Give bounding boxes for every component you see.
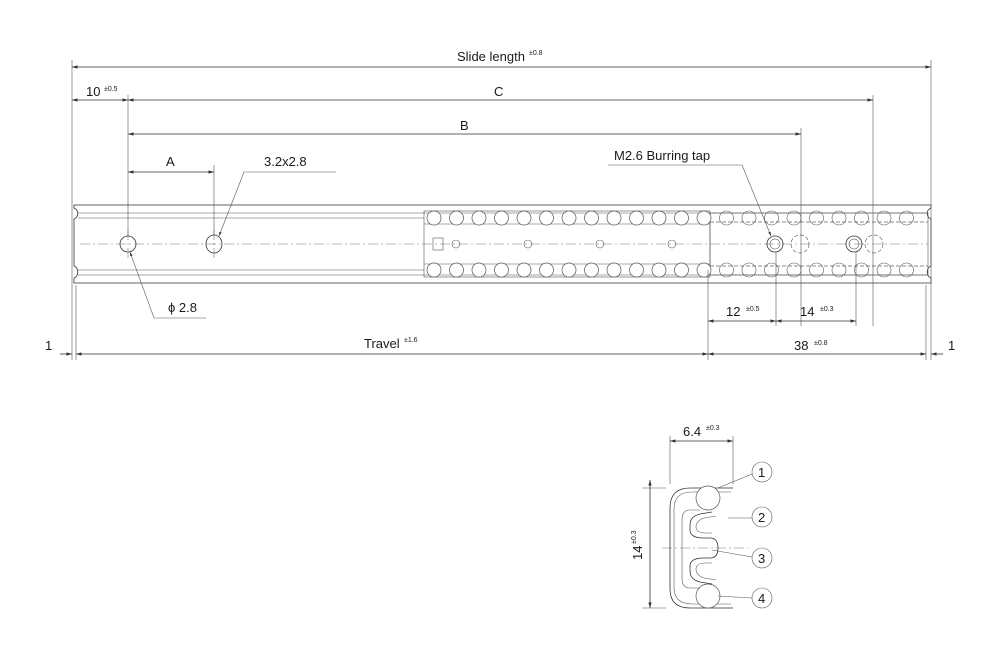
ball bbox=[899, 210, 914, 226]
dim-10-tol: ±0.5 bbox=[104, 86, 118, 93]
balls-top-row bbox=[426, 210, 914, 226]
ball bbox=[809, 262, 824, 278]
burring-tap bbox=[766, 235, 784, 253]
stopper-tab bbox=[432, 237, 444, 251]
retainer-hole bbox=[451, 239, 461, 249]
retainer-hole bbox=[523, 239, 533, 249]
ball bbox=[696, 262, 712, 278]
dim-10-label: 10 bbox=[86, 84, 100, 99]
ball bbox=[449, 262, 464, 278]
callout-3-label: 3 bbox=[758, 551, 765, 566]
ball bbox=[854, 210, 869, 226]
ball bbox=[651, 262, 667, 278]
ball bbox=[876, 210, 892, 226]
ball bbox=[426, 262, 442, 278]
ball bbox=[471, 210, 487, 226]
end-gap-left-label: 1 bbox=[45, 338, 52, 353]
end-gap-right-label: 1 bbox=[948, 338, 955, 353]
ball bbox=[516, 210, 532, 226]
retainer-hole bbox=[595, 239, 605, 249]
dim-14-label: 14 bbox=[800, 304, 814, 319]
callout-1-label: 1 bbox=[758, 465, 765, 480]
dim-38-label: 38 bbox=[794, 338, 808, 353]
ball bbox=[764, 210, 779, 226]
ball bbox=[539, 210, 554, 226]
ball bbox=[629, 210, 644, 226]
ball bbox=[561, 262, 577, 278]
ball bbox=[606, 262, 622, 278]
hidden-hole bbox=[864, 234, 884, 254]
slot-size-label: 3.2x2.8 bbox=[264, 154, 307, 169]
ball bbox=[719, 262, 734, 278]
slide-length-tol: ±0.8 bbox=[529, 50, 543, 57]
ball bbox=[584, 210, 599, 226]
ball bbox=[741, 262, 757, 278]
ball bbox=[809, 210, 824, 226]
callout-2-label: 2 bbox=[758, 510, 765, 525]
travel-tol: ±1.6 bbox=[404, 337, 418, 344]
ball bbox=[696, 210, 712, 226]
ball bbox=[561, 210, 577, 226]
ball bbox=[764, 262, 779, 278]
ball bbox=[606, 210, 622, 226]
callout-4-label: 4 bbox=[758, 591, 765, 606]
ball bbox=[629, 262, 644, 278]
section-height-tol: ±0.3 bbox=[631, 530, 638, 544]
hidden-hole bbox=[790, 234, 810, 254]
ball bbox=[584, 262, 599, 278]
callout-3 bbox=[751, 547, 773, 569]
dim-a-label: A bbox=[166, 154, 175, 169]
ball bbox=[426, 210, 442, 226]
balls-bottom-row bbox=[426, 262, 914, 278]
callout-1 bbox=[751, 461, 773, 483]
section-retainer bbox=[681, 509, 700, 589]
ball bbox=[674, 262, 689, 278]
section-ball-top bbox=[695, 485, 721, 511]
inner-member bbox=[709, 212, 929, 276]
ball bbox=[899, 262, 914, 278]
retainer-hole bbox=[667, 239, 677, 249]
travel-label: Travel bbox=[364, 336, 400, 351]
section-ball-bottom bbox=[695, 583, 721, 609]
callout-2 bbox=[751, 506, 773, 528]
dimensions: Slide length ±0.8 10 ±0.5 C B A 3.2x2.8 … bbox=[45, 49, 955, 360]
cross-section-view: 6.4 ±0.3 14 ±0.3 1 2 3 4 bbox=[630, 424, 773, 609]
hole-dia-label: ϕ 2.8 bbox=[168, 300, 197, 315]
ball bbox=[651, 210, 667, 226]
dim-c-label: C bbox=[494, 84, 503, 99]
ball bbox=[516, 262, 532, 278]
dim-12-tol: ±0.5 bbox=[746, 306, 760, 313]
dim-14-tol: ±0.3 bbox=[820, 306, 834, 313]
section-width-tol: ±0.3 bbox=[706, 425, 720, 432]
ball bbox=[741, 210, 757, 226]
section-height-label: 14 bbox=[630, 546, 645, 560]
burring-tap bbox=[845, 235, 863, 253]
ball bbox=[471, 262, 487, 278]
dim-38-tol: ±0.8 bbox=[814, 340, 828, 347]
ball bbox=[854, 262, 869, 278]
callout-4 bbox=[751, 587, 773, 609]
ball bbox=[876, 262, 892, 278]
ball bbox=[831, 262, 847, 278]
ball bbox=[494, 262, 509, 278]
ball bbox=[539, 262, 554, 278]
ball bbox=[831, 210, 847, 226]
dim-12-label: 12 bbox=[726, 304, 740, 319]
section-outer-profile bbox=[669, 487, 733, 609]
slide-side-view bbox=[73, 204, 932, 284]
ball bbox=[449, 210, 464, 226]
burring-tap-label: M2.6 Burring tap bbox=[614, 148, 710, 163]
ball bbox=[719, 210, 734, 226]
slide-length-label: Slide length bbox=[457, 49, 525, 64]
dim-b-label: B bbox=[460, 118, 469, 133]
section-width-label: 6.4 bbox=[683, 424, 701, 439]
ball bbox=[674, 210, 689, 226]
ball bbox=[494, 210, 509, 226]
